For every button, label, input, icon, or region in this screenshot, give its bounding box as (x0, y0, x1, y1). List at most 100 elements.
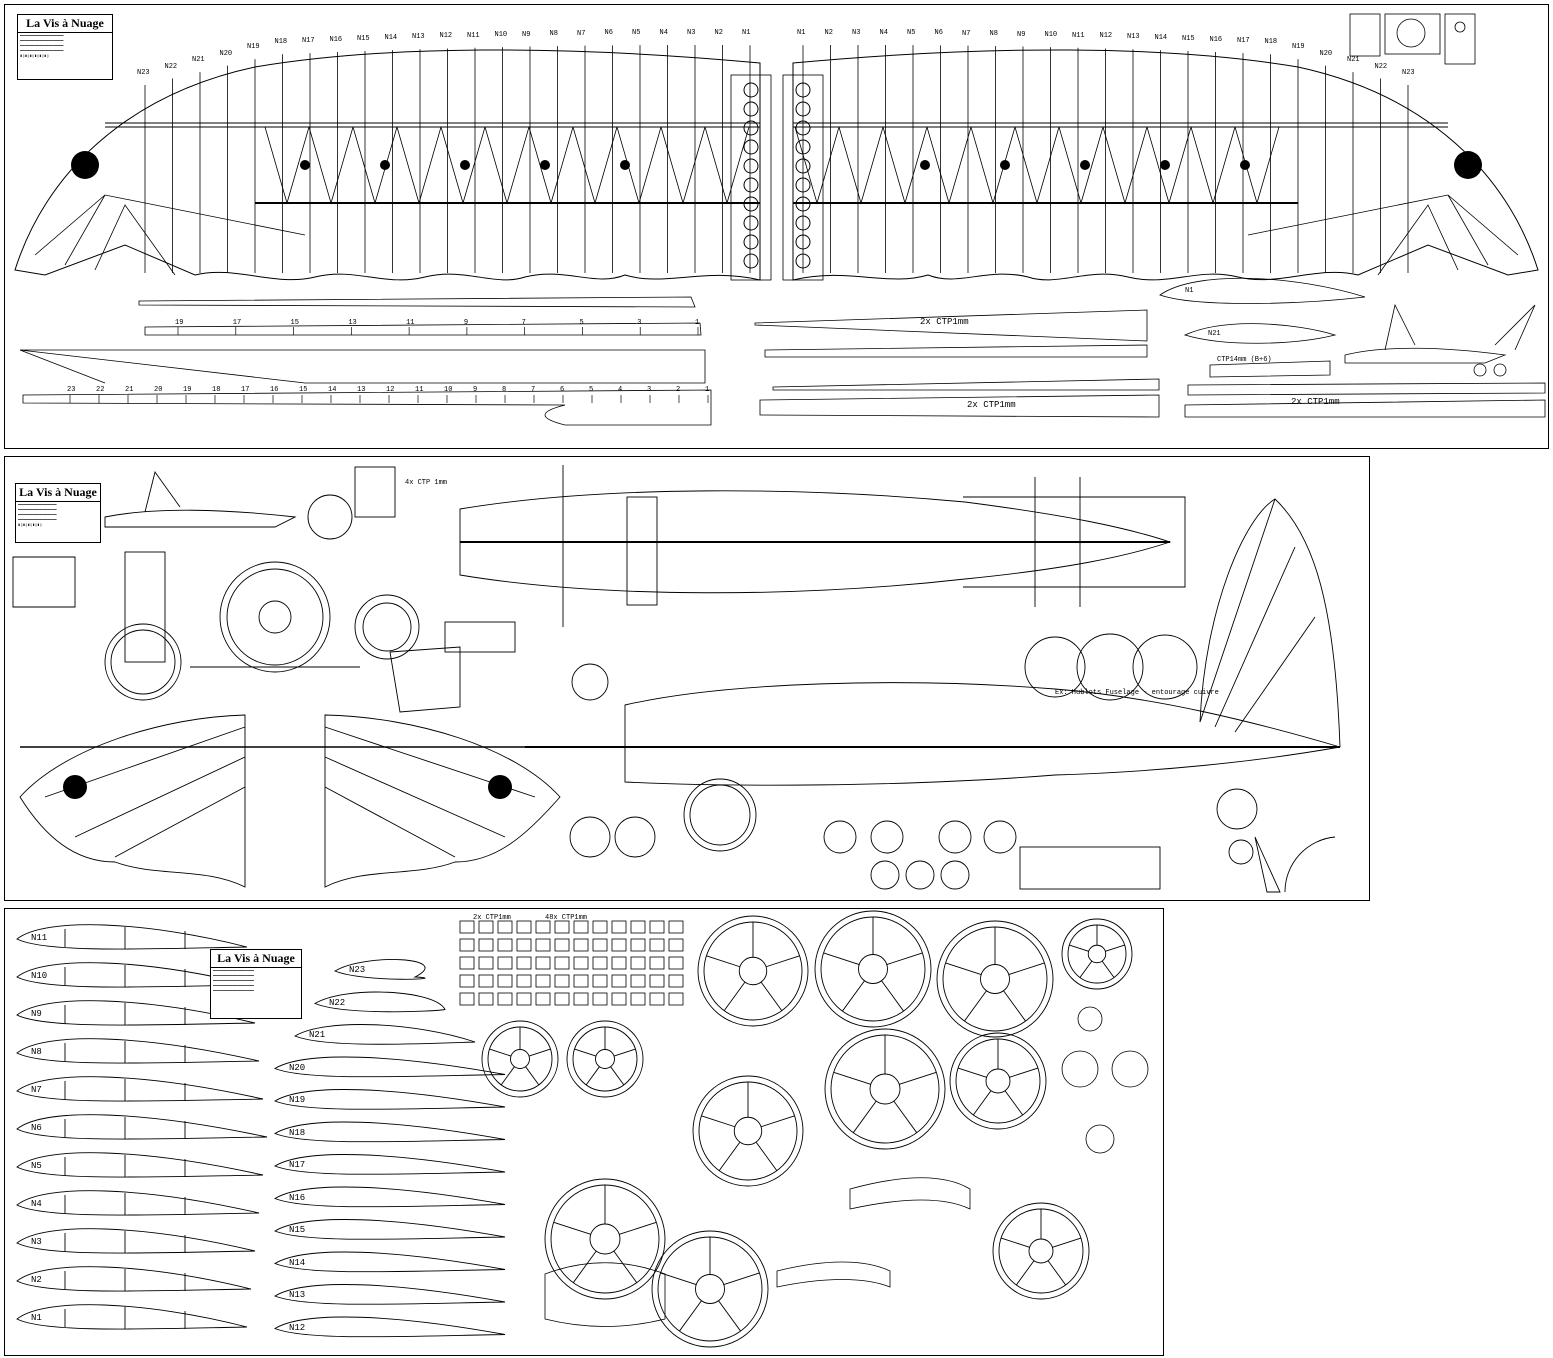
rib-top-label: N11 (467, 31, 480, 40)
rib-label: N19 (289, 1095, 306, 1105)
rib-label: N14 (289, 1257, 306, 1268)
plan-title: La Vis à Nuage (16, 484, 100, 502)
rib-label: N3 (31, 1237, 42, 1247)
small-part (573, 992, 589, 1006)
rib-label: N23 (349, 965, 366, 975)
small-part (478, 992, 494, 1006)
wheel-icon (992, 1202, 1090, 1300)
rib-top-label: N5 (907, 29, 916, 38)
spar-number: 7 (521, 319, 526, 327)
truss-line (970, 126, 1016, 205)
truss-line (264, 126, 310, 205)
ornament-icon (743, 158, 759, 174)
ornament-icon (488, 775, 512, 799)
spar-number: 9 (463, 319, 469, 327)
rib-top-label: N6 (604, 29, 613, 38)
small-part (459, 956, 475, 970)
spar-number: 14 (328, 386, 337, 394)
rib-top-label: N19 (247, 43, 260, 52)
truss-line (1234, 126, 1280, 205)
small-part (1111, 1050, 1149, 1088)
small-part (592, 974, 608, 988)
spar-number: 23 (67, 386, 76, 394)
plan-sheet-fuselage: La Vis à Nuage ━━━━━━━━━━━━━━━━ ━━━━━━━━… (4, 456, 1370, 901)
small-part (573, 974, 589, 988)
spar-number: 19 (175, 319, 184, 327)
ornament-icon (743, 215, 759, 231)
truss-line (882, 126, 928, 205)
rib-web (64, 1117, 186, 1139)
rib-web (64, 1155, 186, 1177)
fuselage-plan-drawing (12, 465, 1341, 893)
spar-number: 17 (241, 386, 250, 394)
spar-number: 20 (154, 386, 163, 394)
rib-label: N1 (1185, 287, 1194, 295)
ornament-icon (795, 101, 811, 117)
title-block-line: ━━━━━━━━━━━━━━━━━ (213, 988, 254, 993)
truss-line (926, 126, 972, 205)
wheel-icon (651, 1230, 769, 1348)
rib-web (64, 1041, 186, 1063)
small-part (611, 956, 627, 970)
ornament-icon (743, 120, 759, 136)
rib-top-label: N4 (659, 29, 668, 38)
rib-label: N6 (31, 1123, 42, 1133)
ornament-icon (795, 139, 811, 155)
rib-profile (273, 1251, 506, 1273)
rib-top-label: N7 (962, 29, 971, 38)
rib-label: N15 (289, 1225, 306, 1235)
spar-number: 16 (270, 386, 279, 394)
rib-top-label: N10 (494, 31, 508, 40)
small-part (535, 920, 551, 934)
scale-bar: ▮▯▮▯▮▯▮▯▮▯ (18, 522, 43, 527)
small-part (592, 956, 608, 970)
small-part (478, 938, 494, 952)
ornament-icon (63, 775, 87, 799)
wheel-icon (949, 1032, 1047, 1130)
small-part (649, 938, 665, 952)
spar-number: 12 (386, 386, 395, 394)
arc-part (544, 1177, 971, 1327)
rib-top-label: N17 (302, 37, 315, 46)
ornament-icon (743, 234, 759, 250)
rib-label: N22 (329, 997, 346, 1008)
spar-number: 1 (705, 386, 710, 394)
truss-line (440, 126, 486, 205)
ornament-icon (743, 101, 759, 117)
wheel-icon (481, 1020, 559, 1098)
rib-web (64, 1307, 186, 1329)
small-part (630, 992, 646, 1006)
truss-line (1014, 126, 1060, 205)
rib-top-label: N15 (1182, 35, 1195, 44)
scale-bar: ▮▯▮▯▮▯▮▯▮▯▮▯ (20, 53, 49, 58)
rib-label: N21 (1208, 330, 1221, 338)
ornament-icon (743, 177, 759, 193)
small-part (611, 974, 627, 988)
rib-profile (16, 1114, 268, 1140)
spar-number: 8 (502, 386, 507, 394)
spar-number: 7 (531, 386, 536, 394)
small-part (554, 992, 570, 1006)
truss-line (1146, 126, 1192, 205)
small-part (630, 956, 646, 970)
rib-web (64, 1231, 186, 1253)
ornament-icon (795, 253, 811, 269)
truss-line (1102, 126, 1148, 205)
small-part (497, 974, 513, 988)
rib-top-label: N21 (1347, 56, 1360, 65)
plan-sheet-wing: La Vis à Nuage ━━━━━━━━━━━━━━━━━━ ━━━━━━… (4, 4, 1549, 449)
small-part (516, 956, 532, 970)
part-label: Ex: Hublots Fuselage - entourage cuivre (1055, 689, 1219, 697)
rib-web (64, 1079, 186, 1101)
plan-sheet-ribs: La Vis à Nuage ━━━━━━━━━━━━━━━━━ ━━━━━━━… (4, 908, 1164, 1356)
wheel-icon (936, 920, 1054, 1038)
small-part (535, 956, 551, 970)
rib-profile (293, 1024, 476, 1045)
rib-top-label: N21 (192, 56, 205, 65)
wing-plan-drawing (14, 13, 1546, 426)
truss-line (396, 126, 442, 205)
ornament-icon (460, 160, 470, 170)
small-part (535, 938, 551, 952)
spar-number: 4 (618, 386, 623, 394)
rib-top-label: N20 (1319, 49, 1333, 58)
